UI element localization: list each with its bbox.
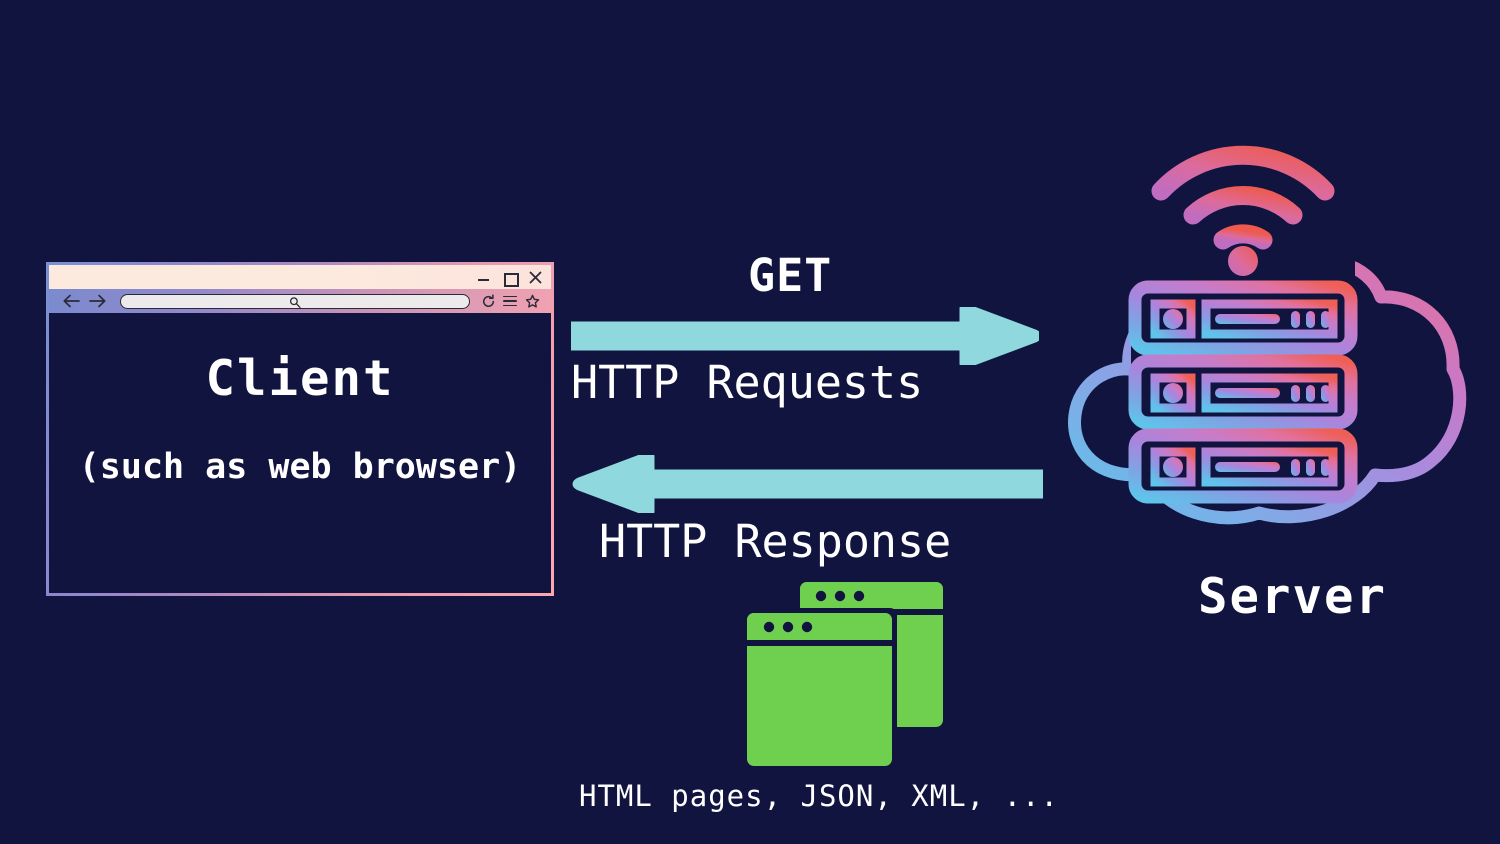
hamburger-menu-icon[interactable]: [499, 290, 521, 312]
server-rack-3: [1128, 428, 1358, 504]
server-label: Server: [1198, 568, 1388, 625]
http-requests-label: HTTP Requests: [571, 356, 924, 409]
arrow-right-icon[interactable]: [84, 290, 110, 312]
client-browser-window: Client (such as web browser): [46, 262, 554, 596]
wifi-signal-icon: [1151, 145, 1335, 276]
client-title: Client: [205, 350, 395, 407]
client-subtitle: (such as web browser): [78, 447, 522, 487]
request-method-label: GET: [748, 249, 833, 302]
browser-title-bar: [49, 265, 551, 289]
url-address-bar[interactable]: [120, 293, 470, 309]
star-icon[interactable]: [521, 290, 543, 312]
http-response-label: HTTP Response: [599, 515, 952, 568]
minimize-icon[interactable]: [477, 271, 490, 284]
http-request-arrow: [571, 307, 1039, 365]
reload-icon[interactable]: [477, 290, 499, 312]
http-response-arrow: [565, 455, 1043, 513]
arrow-left-icon[interactable]: [58, 290, 84, 312]
maximize-icon[interactable]: [503, 271, 519, 287]
search-icon: [289, 296, 302, 309]
stacked-browser-windows-icon: [745, 578, 945, 773]
browser-toolbar: [49, 289, 551, 314]
server-rack-2: [1128, 354, 1358, 435]
close-icon[interactable]: [529, 271, 542, 284]
response-payload-types-label: HTML pages, JSON, XML, ...: [579, 779, 1059, 813]
cloud-server-rack-icon: [1063, 145, 1471, 537]
browser-inner-frame: Client (such as web browser): [49, 265, 551, 593]
browser-viewport: Client (such as web browser): [49, 314, 551, 593]
